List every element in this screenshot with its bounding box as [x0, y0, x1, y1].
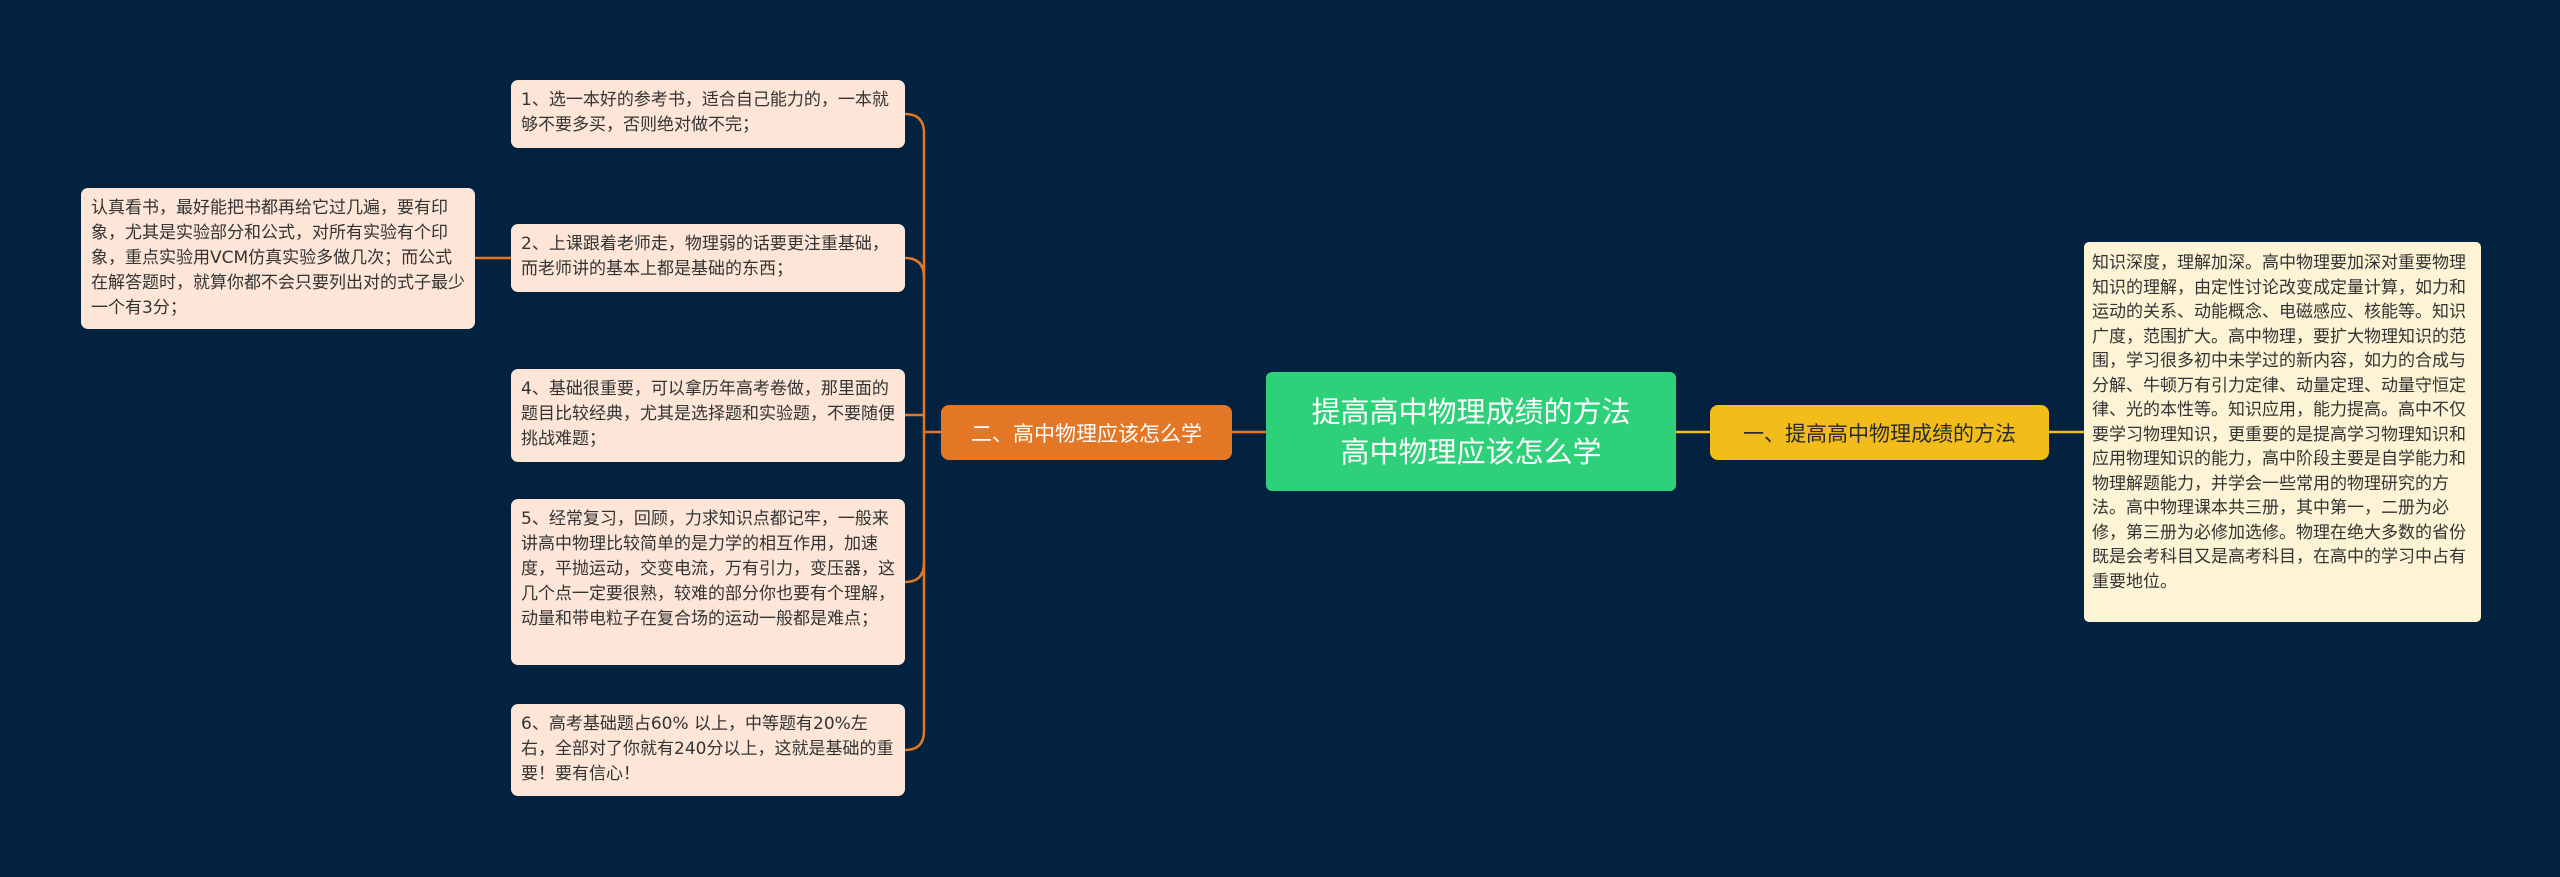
connector-left-item-5: [904, 562, 926, 584]
connector-left-item-2: [904, 256, 926, 278]
left-item-4-text: 5、经常复习，回顾，力求知识点都记牢，一般来讲高中物理比较简单的是力学的相互作用…: [521, 509, 895, 629]
left-sub-item[interactable]: 认真看书，最好能把书都再给它过几遍，要有印象，尤其是实验部分和公式，对所有实验有…: [81, 188, 475, 329]
methods-detail-text: 知识深度，理解加深。高中物理要加深对重要物理知识的理解，由定性讨论改变成定量计算…: [2092, 253, 2466, 592]
left-sub-item-text: 认真看书，最好能把书都再给它过几遍，要有印象，尤其是实验部分和公式，对所有实验有…: [91, 198, 465, 318]
left-item-2-text: 2、上课跟着老师走，物理弱的话要更注重基础，而老师讲的基本上都是基础的东西；: [521, 234, 889, 279]
branch-methods[interactable]: 一、提高高中物理成绩的方法: [1710, 405, 2049, 460]
left-item-5-text: 6、高考基础题占60% 以上，中等题有20%左右，全部对了你就有240分以上，这…: [521, 714, 894, 784]
methods-detail-node[interactable]: 知识深度，理解加深。高中物理要加深对重要物理知识的理解，由定性讨论改变成定量计算…: [2084, 242, 2481, 622]
central-topic-line-1: 提高高中物理成绩的方法: [1311, 394, 1631, 429]
branch-how-to-learn[interactable]: 二、高中物理应该怎么学: [941, 405, 1232, 460]
left-item-4[interactable]: 5、经常复习，回顾，力求知识点都记牢，一般来讲高中物理比较简单的是力学的相互作用…: [511, 499, 905, 665]
connector-left-item-1: [904, 112, 926, 752]
branch-how-to-learn-label: 二、高中物理应该怎么学: [971, 421, 1202, 446]
branch-methods-label: 一、提高高中物理成绩的方法: [1743, 421, 2016, 446]
left-item-1[interactable]: 1、选一本好的参考书，适合自己能力的，一本就够不要多买，否则绝对做不完；: [511, 80, 905, 148]
left-item-2[interactable]: 2、上课跟着老师走，物理弱的话要更注重基础，而老师讲的基本上都是基础的东西；: [511, 224, 905, 292]
left-item-3-text: 4、基础很重要，可以拿历年高考卷做，那里面的题目比较经典，尤其是选择题和实验题，…: [521, 379, 895, 449]
left-item-5[interactable]: 6、高考基础题占60% 以上，中等题有20%左右，全部对了你就有240分以上，这…: [511, 704, 905, 796]
central-topic[interactable]: 提高高中物理成绩的方法 高中物理应该怎么学: [1266, 372, 1676, 491]
central-topic-line-2: 高中物理应该怎么学: [1340, 434, 1602, 469]
left-item-3[interactable]: 4、基础很重要，可以拿历年高考卷做，那里面的题目比较经典，尤其是选择题和实验题，…: [511, 369, 905, 462]
left-item-1-text: 1、选一本好的参考书，适合自己能力的，一本就够不要多买，否则绝对做不完；: [521, 90, 889, 135]
